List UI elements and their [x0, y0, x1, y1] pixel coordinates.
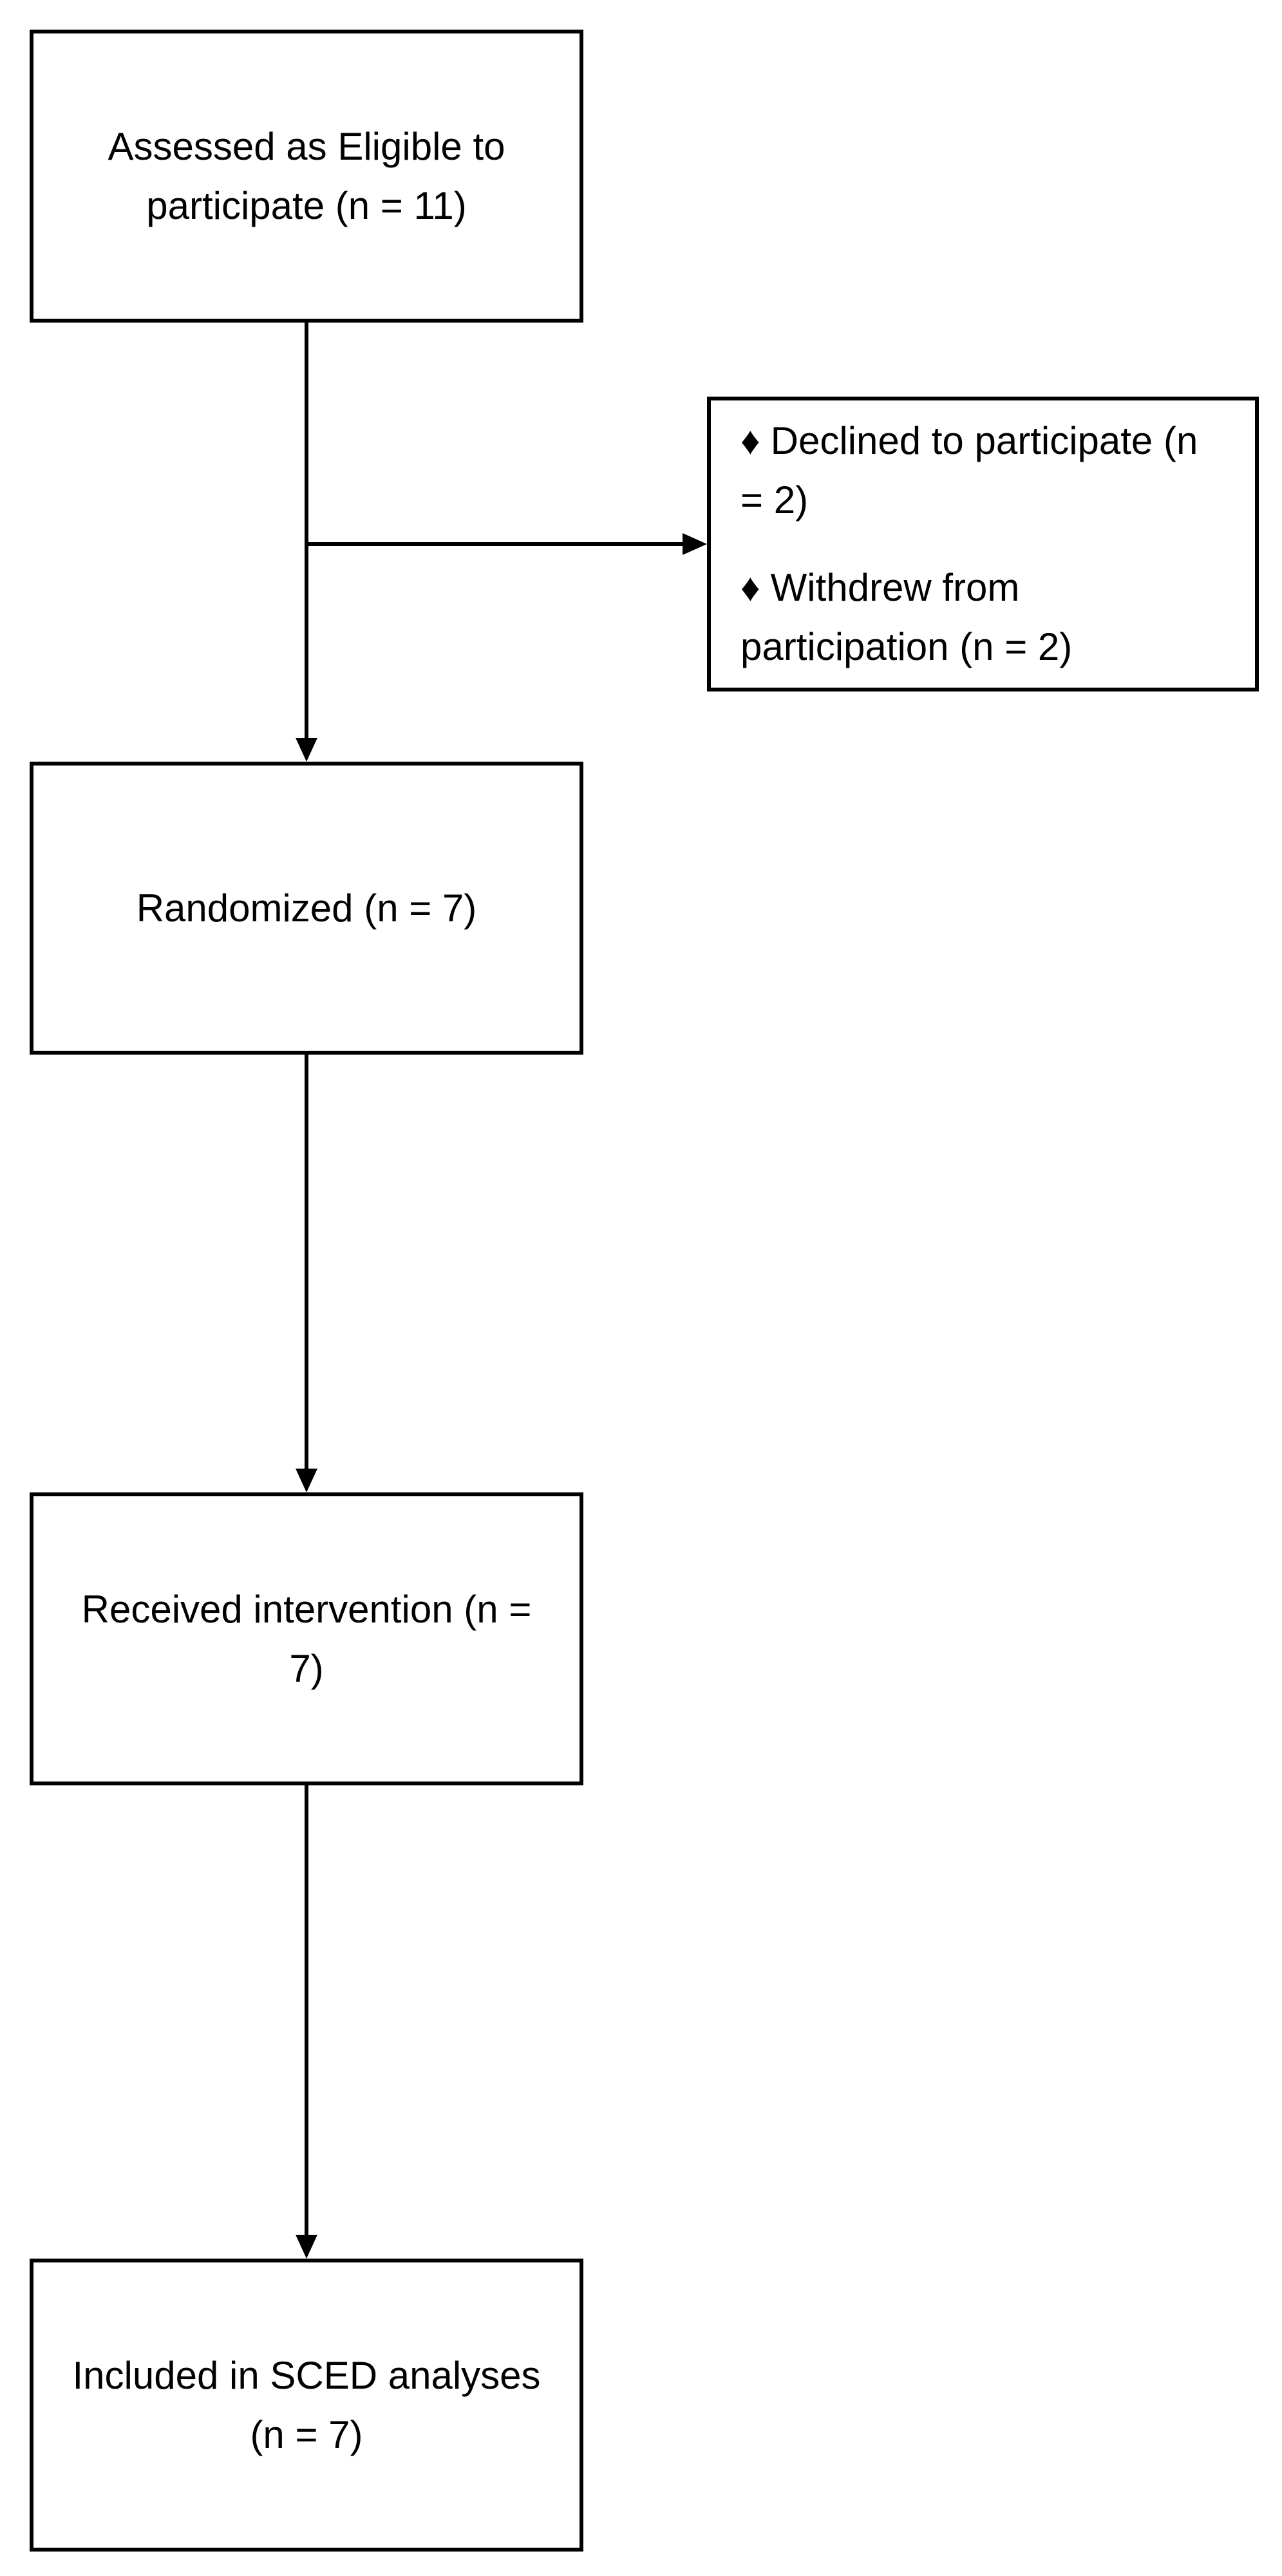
diamond-bullet-icon: ♦ [740, 566, 760, 609]
diamond-bullet-icon: ♦ [740, 419, 760, 462]
exclusion-item-declined: ♦Declined to participate (n = 2) [740, 411, 1229, 530]
eligible-box: Assessed as Eligible to participate (n =… [30, 30, 583, 323]
exclusions-box: ♦Declined to participate (n = 2) ♦Withdr… [707, 397, 1259, 691]
randomized-box: Randomized (n = 7) [30, 762, 583, 1055]
eligible-box-label: Assessed as Eligible to participate (n =… [108, 124, 505, 227]
arrowhead-to-received [296, 1469, 317, 1492]
randomized-box-label: Randomized (n = 7) [136, 886, 477, 930]
exclusions-list: ♦Declined to participate (n = 2) ♦Withdr… [740, 411, 1229, 677]
arrowhead-to-randomized [296, 738, 317, 762]
received-intervention-box-label: Received intervention (n = 7) [81, 1587, 532, 1690]
included-analyses-box: Included in SCED analyses (n = 7) [30, 2259, 583, 2552]
exclusion-item-declined-label: Declined to participate (n = 2) [740, 419, 1198, 522]
exclusion-item-withdrew: ♦Withdrew from participation (n = 2) [740, 558, 1229, 677]
included-analyses-box-label: Included in SCED analyses (n = 7) [72, 2353, 541, 2456]
received-intervention-box: Received intervention (n = 7) [30, 1492, 583, 1785]
arrowhead-to-exclusions [683, 533, 707, 555]
arrowhead-to-included [296, 2235, 317, 2259]
exclusion-item-withdrew-label: Withdrew from participation (n = 2) [740, 566, 1073, 668]
